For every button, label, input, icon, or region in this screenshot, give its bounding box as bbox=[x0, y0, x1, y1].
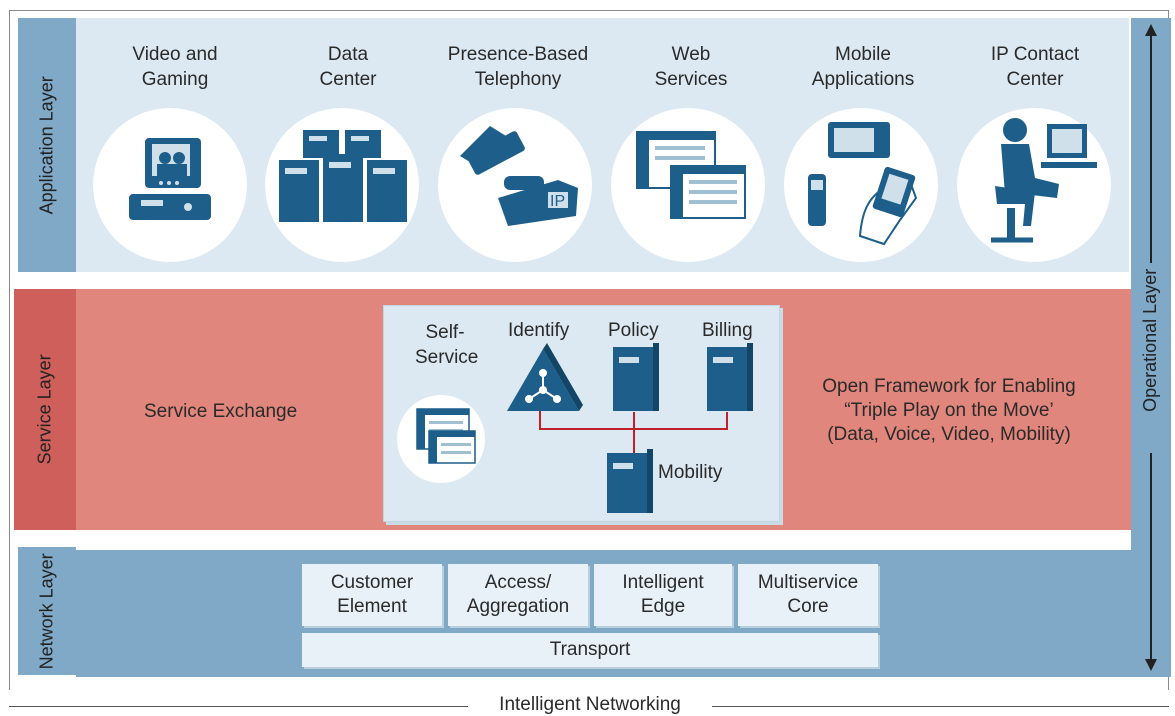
svg-text:IP: IP bbox=[550, 193, 565, 210]
access-aggregation-box: Access/Aggregation bbox=[448, 564, 588, 626]
service-exchange-graphics bbox=[397, 343, 753, 513]
ip-contact-center-circle bbox=[957, 108, 1111, 262]
billing-server-icon bbox=[707, 343, 753, 411]
agent-workstation-icon bbox=[991, 118, 1097, 243]
servers-icon bbox=[279, 130, 407, 222]
web-services-circle bbox=[611, 108, 765, 262]
footer-line-left bbox=[9, 706, 471, 707]
application-layer-label: Application Layer bbox=[36, 75, 57, 215]
operational-layer-label: Operational Layer bbox=[1140, 268, 1161, 412]
identify-icon bbox=[507, 343, 583, 411]
telephony-circle: IP bbox=[438, 108, 592, 262]
open-framework-text: Open Framework for Enabling “Triple Play… bbox=[822, 376, 1076, 445]
service-exchange-label: Service Exchange bbox=[144, 401, 298, 422]
telephones-icon: IP bbox=[460, 126, 578, 226]
intelligent-networking-caption: Intelligent Networking bbox=[468, 694, 712, 716]
policy-label: Policy bbox=[608, 320, 659, 341]
data-center-circle bbox=[265, 108, 419, 262]
billing-label: Billing bbox=[702, 320, 753, 341]
mobility-server-icon bbox=[607, 449, 653, 513]
footer-line-right bbox=[706, 706, 1169, 707]
tv-console-icon bbox=[129, 138, 211, 220]
red-connector-lines bbox=[539, 408, 728, 455]
web-pages-icon bbox=[636, 131, 746, 219]
network-layer-tab bbox=[18, 547, 76, 675]
transport-box: Transport bbox=[302, 633, 878, 667]
policy-server-icon bbox=[613, 343, 659, 411]
service-layer-tab bbox=[14, 289, 76, 530]
application-layer-band bbox=[76, 18, 1129, 272]
operational-double-arrow-icon bbox=[1137, 24, 1165, 671]
mobility-label: Mobility bbox=[658, 462, 723, 483]
application-layer-tab bbox=[18, 18, 76, 272]
identify-label: Identify bbox=[508, 320, 570, 341]
self-service-label: Self-Service bbox=[415, 322, 479, 368]
video-gaming-circle bbox=[93, 108, 247, 262]
mobile-applications-circle bbox=[784, 108, 938, 262]
mobile-devices-icon bbox=[808, 122, 918, 246]
self-service-icon bbox=[397, 395, 485, 483]
service-layer-label: Service Layer bbox=[34, 354, 55, 465]
network-layer-label: Network Layer bbox=[36, 552, 57, 670]
